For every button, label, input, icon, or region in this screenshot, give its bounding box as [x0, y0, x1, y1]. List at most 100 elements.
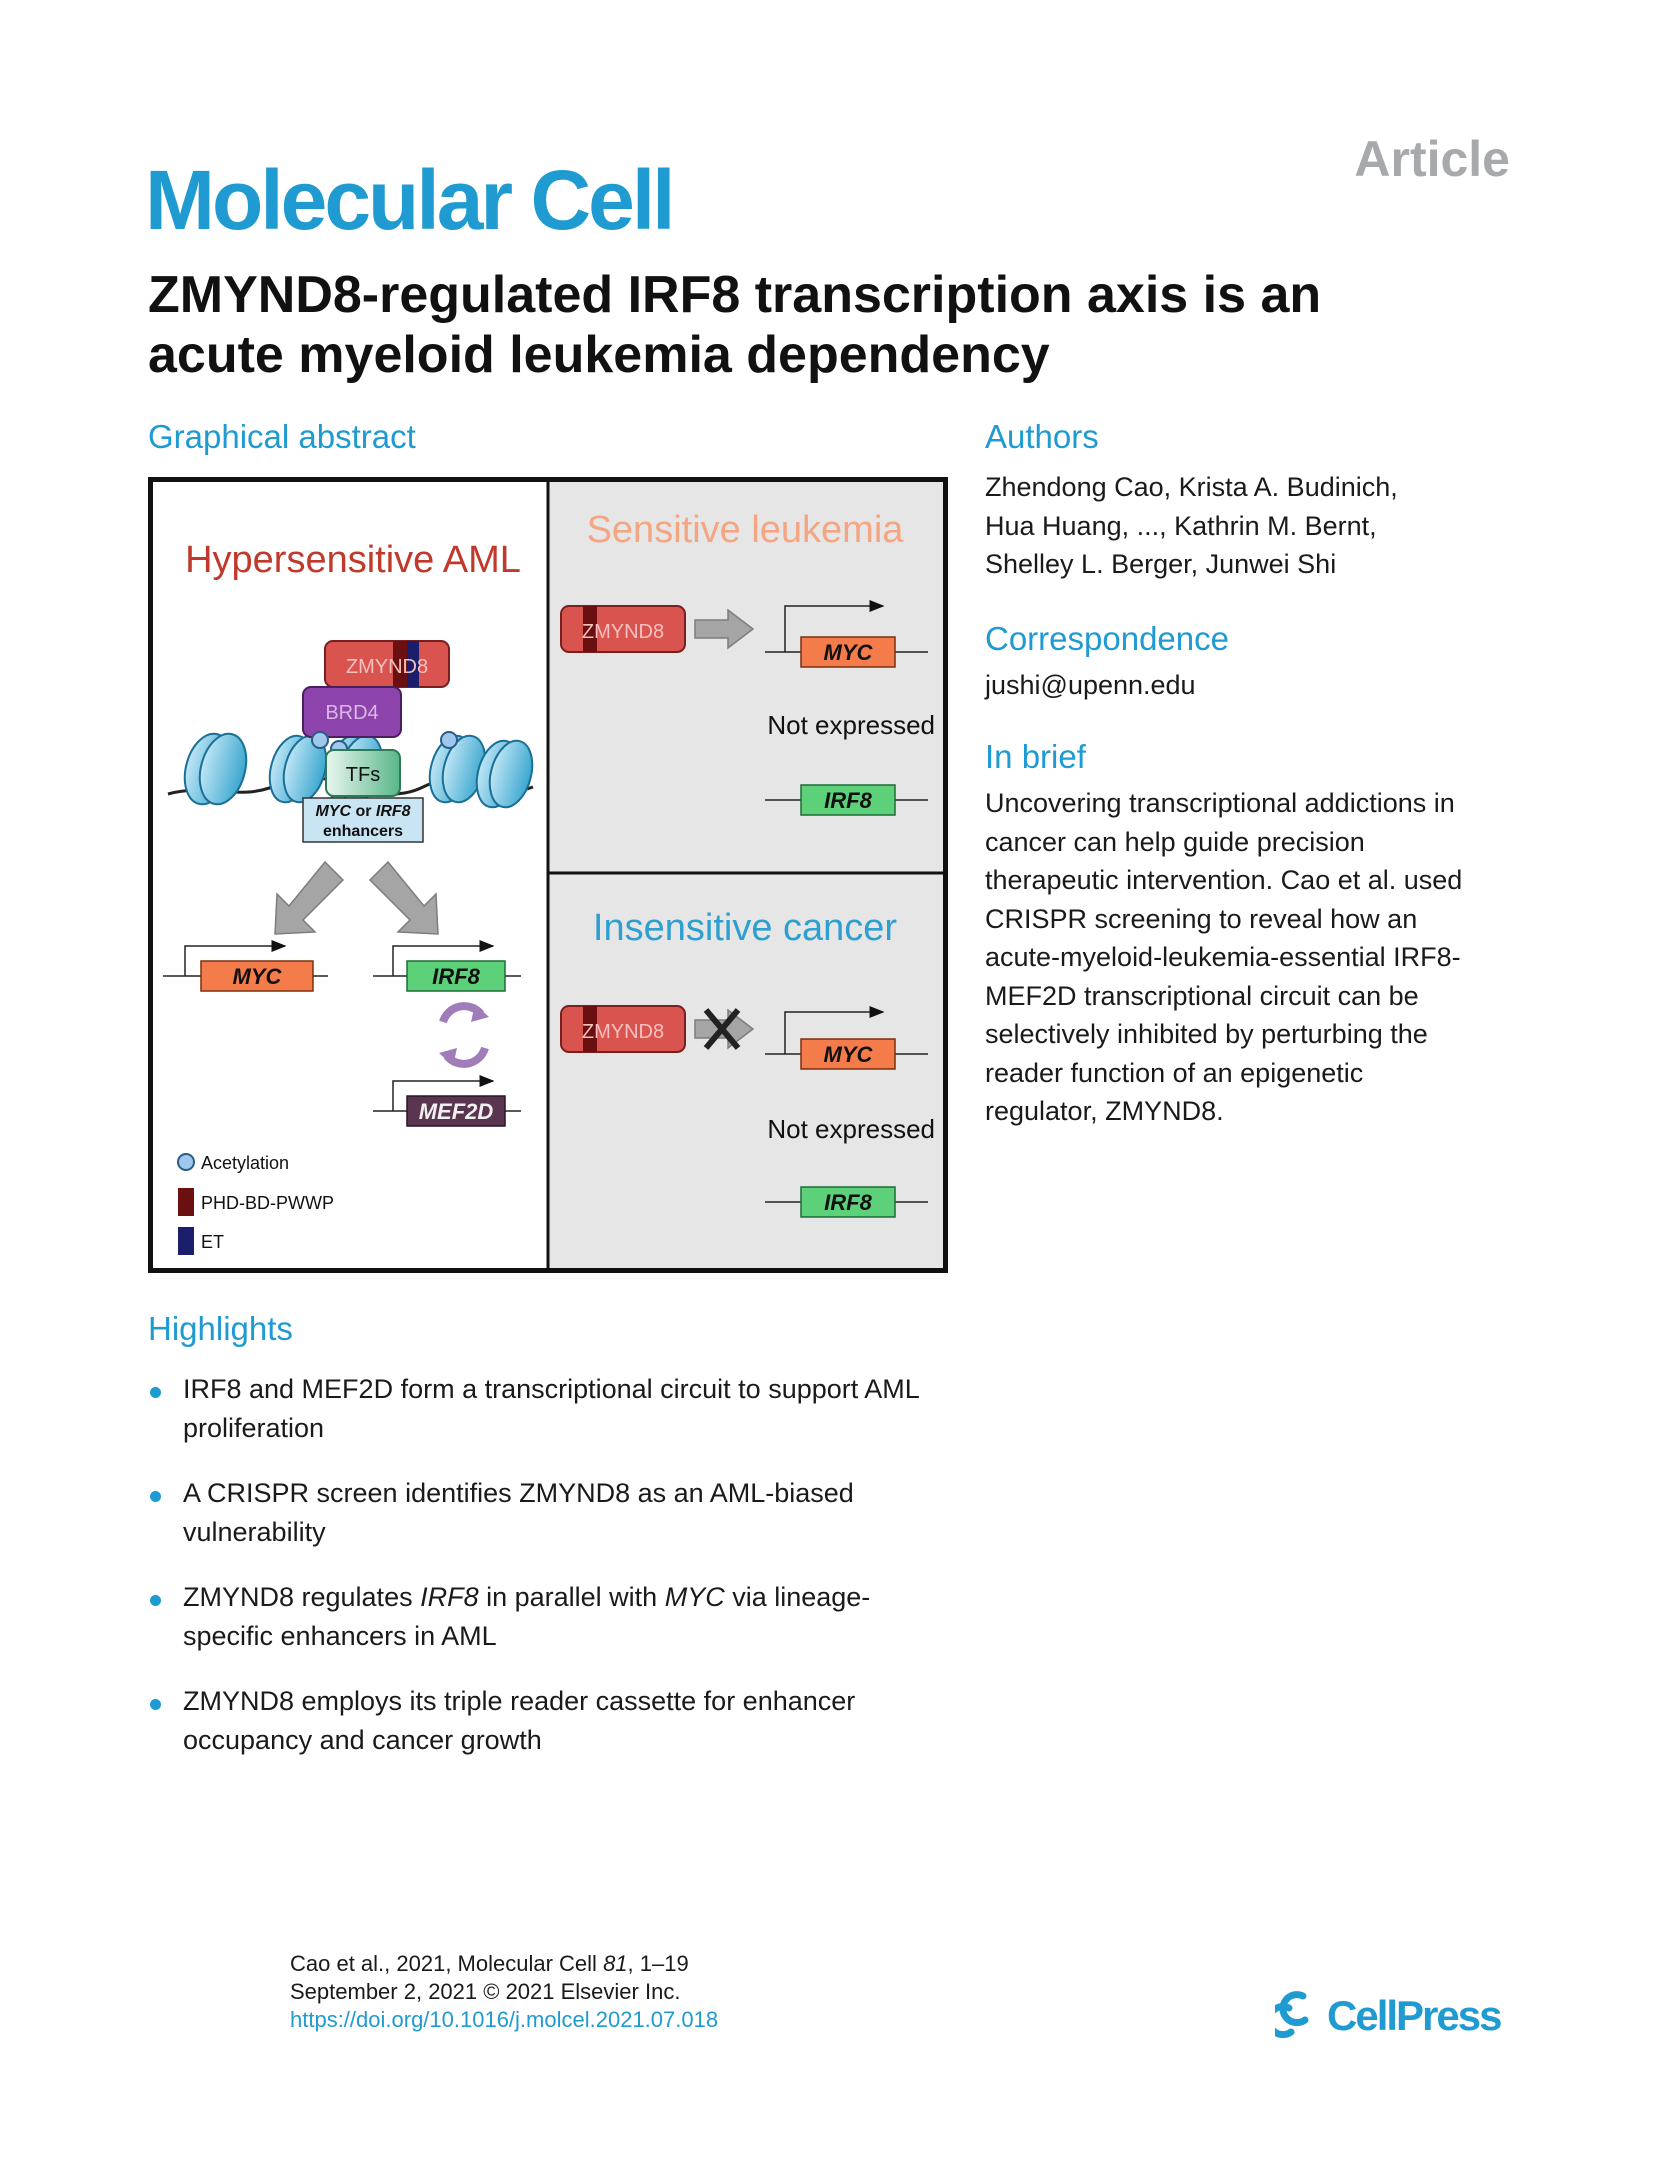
- brd4-label: BRD4: [325, 702, 378, 724]
- journal-name: Molecular Cell: [145, 153, 676, 247]
- myc-gene-label: MYC: [824, 1042, 874, 1067]
- in-brief-line: therapeutic intervention. Cao et al. use…: [985, 865, 1463, 895]
- bullet-icon: [150, 1387, 161, 1398]
- legend-acetylation-label: Acetylation: [201, 1153, 289, 1173]
- in-brief-heading: In brief: [985, 738, 1086, 775]
- authors-heading: Authors: [985, 418, 1099, 455]
- highlight-item: IRF8 and MEF2D form a transcriptional ci…: [148, 1370, 968, 1447]
- nucleosome-icon: [183, 732, 248, 806]
- mef2d-gene-label: MEF2D: [419, 1099, 494, 1124]
- nucleosome-icon: [428, 734, 487, 804]
- in-brief-line: acute-myeloid-leukemia-essential IRF8-: [985, 942, 1461, 972]
- irf8-gene-label: IRF8: [432, 964, 480, 989]
- highlight-line: vulnerability: [183, 1516, 326, 1547]
- authors-line-3: Shelley L. Berger, Junwei Shi: [985, 549, 1337, 579]
- in-brief-line: MEF2D transcriptional circuit can be: [985, 980, 1419, 1011]
- correspondence-heading: Correspondence: [985, 620, 1229, 657]
- highlight-line: occupancy and cancer growth: [183, 1724, 542, 1755]
- article-title: ZMYND8-regulated IRF8 transcription axis…: [148, 265, 1548, 385]
- enhancer-region: [302, 797, 424, 843]
- mef2d-gene-box: [406, 1095, 506, 1127]
- legend-phd-label: PHD-BD-PWWP: [201, 1193, 334, 1213]
- tfs-label: TFs: [346, 764, 380, 786]
- graphical-abstract-heading: Graphical abstract: [148, 418, 416, 455]
- highlights-list: IRF8 and MEF2D form a transcriptional ci…: [148, 1370, 968, 1786]
- irf8-gene-label: IRF8: [824, 788, 872, 813]
- acetylation-mark: [440, 731, 458, 749]
- legend-et-label: ET: [201, 1232, 224, 1252]
- myc-gene-box: [800, 636, 896, 668]
- irf8-gene-box: [406, 960, 506, 992]
- in-brief-line: reader function of an epigenetic: [985, 1057, 1364, 1088]
- right-panel-bg: [548, 482, 943, 1268]
- in-brief-line: cancer can help guide precision: [985, 826, 1365, 857]
- brd4-protein: [302, 686, 402, 738]
- enhancer-label-line2: enhancers: [323, 823, 403, 840]
- phd-bd-pwwp-domain: [393, 641, 407, 687]
- in-brief-line: regulator, ZMYND8.: [985, 1096, 1224, 1126]
- myc-gene-box: [200, 960, 314, 992]
- enhancer-label-line1: MYC or IRF8: [315, 803, 410, 820]
- feedback-loop-icon: [439, 1002, 489, 1068]
- nucleosome-icon: [475, 739, 534, 809]
- arrow-to-myc-icon: [274, 860, 345, 935]
- correspondence-email[interactable]: jushi@upenn.edu: [985, 670, 1196, 700]
- cellpress-wordmark: CellPress: [1327, 1992, 1501, 2039]
- highlight-line: ZMYND8 employs its triple reader cassett…: [183, 1686, 856, 1716]
- bullet-icon: [150, 1491, 161, 1502]
- in-brief-line: Uncovering transcriptional addictions in: [985, 788, 1455, 818]
- irf8-gene-box: [800, 1186, 896, 1218]
- authors-line-1: Zhendong Cao, Krista A. Budinich,: [985, 472, 1398, 502]
- graphical-abstract: Hypersensitive AML ZMYND8: [148, 477, 948, 1273]
- highlight-item: ZMYND8 regulates IRF8 in parallel with M…: [148, 1578, 968, 1655]
- myc-gene-box: [800, 1038, 896, 1070]
- cellpress-mark-icon: [1265, 1991, 1309, 2039]
- in-brief-line: selectively inhibited by perturbing the: [985, 1019, 1428, 1049]
- acetylation-mark: [311, 731, 329, 749]
- title-line-1: ZMYND8-regulated IRF8 transcription axis…: [148, 266, 1322, 324]
- arrow-to-irf8-icon: [368, 860, 439, 935]
- highlight-line: IRF8 and MEF2D form a transcriptional ci…: [183, 1374, 920, 1404]
- authors-list: Zhendong Cao, Krista A. Budinich, Hua Hu…: [985, 468, 1545, 584]
- highlight-line: A CRISPR screen identifies ZMYND8 as an …: [183, 1478, 854, 1508]
- not-expressed-label: Not expressed: [767, 1114, 935, 1144]
- in-brief-line: CRISPR screening to reveal how an: [985, 903, 1418, 934]
- activation-arrow-icon: [694, 608, 755, 650]
- myc-promoter-arrow: [784, 600, 885, 652]
- mef2d-promoter-arrow: [392, 1075, 495, 1111]
- legend-acetylation-icon: [177, 1153, 195, 1171]
- doi-link[interactable]: https://doi.org/10.1016/j.molcel.2021.07…: [290, 2007, 719, 2032]
- citation-block: Cao et al., 2021, Molecular Cell 81, 1–1…: [290, 1950, 718, 2034]
- irf8-gene-label: IRF8: [824, 1190, 872, 1215]
- not-expressed-label: Not expressed: [767, 710, 935, 740]
- bullet-icon: [150, 1595, 161, 1606]
- highlight-item: ZMYND8 employs its triple reader cassett…: [148, 1682, 968, 1759]
- block-x-icon: [703, 1008, 741, 1050]
- legend-et-swatch: [178, 1227, 194, 1255]
- highlight-line: ZMYND8 regulates IRF8 in parallel with M…: [183, 1582, 871, 1612]
- authors-line-2: Hua Huang, ..., Kathrin M. Bernt,: [985, 510, 1377, 541]
- irf8-promoter-arrow: [392, 940, 495, 976]
- myc-promoter-arrow: [784, 1006, 885, 1054]
- zmynd8-label: ZMYND8: [582, 621, 664, 643]
- myc-gene-label: MYC: [233, 964, 283, 989]
- citation-line-2: September 2, 2021 © 2021 Elsevier Inc.: [290, 1979, 681, 2004]
- highlight-line: specific enhancers in AML: [183, 1620, 497, 1651]
- graphical-abstract-figure: Hypersensitive AML ZMYND8: [163, 482, 943, 1268]
- hypersensitive-aml-title: Hypersensitive AML: [185, 539, 521, 581]
- title-line-2: acute myeloid leukemia dependency: [148, 326, 1050, 384]
- nucleosome-icon: [268, 734, 328, 804]
- legend: Acetylation PHD-BD-PWWP ET: [177, 1153, 334, 1255]
- tfs-protein: [325, 749, 401, 797]
- zmynd8-label: ZMYND8: [346, 656, 428, 678]
- highlights-heading: Highlights: [148, 1310, 293, 1347]
- article-type-label: Article: [1354, 131, 1510, 187]
- insensitive-cancer-title: Insensitive cancer: [593, 907, 897, 949]
- legend-phd-swatch: [178, 1188, 194, 1216]
- phd-bd-pwwp-domain: [583, 606, 597, 652]
- zmynd8-label: ZMYND8: [582, 1021, 664, 1043]
- highlight-item: A CRISPR screen identifies ZMYND8 as an …: [148, 1474, 968, 1551]
- sensitive-leukemia-title: Sensitive leukemia: [587, 509, 905, 551]
- cellpress-logo: CellPress: [1265, 1986, 1515, 2042]
- citation-line-1: Cao et al., 2021, Molecular Cell 81, 1–1…: [290, 1951, 689, 1976]
